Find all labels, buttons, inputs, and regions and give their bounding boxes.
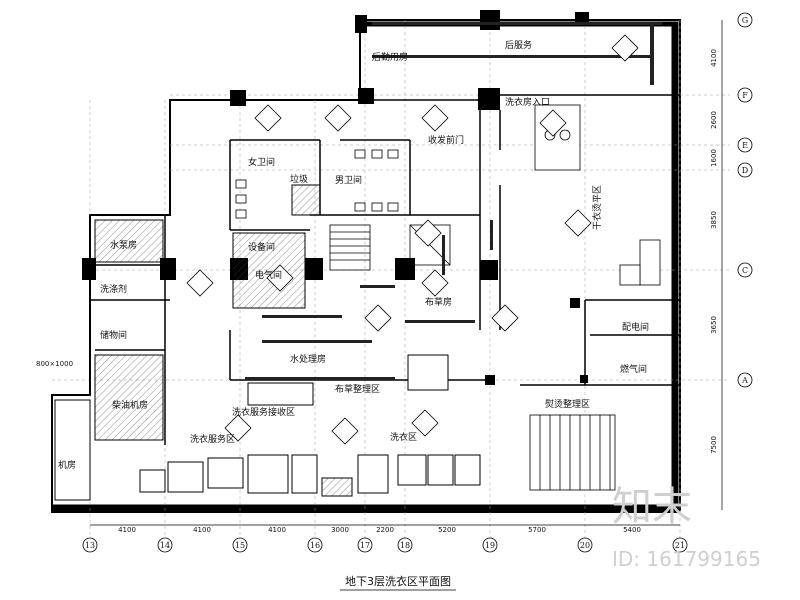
dimension: 4100 (268, 526, 286, 534)
axis-marker: C (737, 262, 753, 278)
dimension: 3850 (710, 211, 718, 229)
room-label: 洗衣区 (390, 431, 417, 443)
dimension: 5200 (438, 526, 456, 534)
dimension: 2200 (376, 526, 394, 534)
room-label: 男卫间 (335, 174, 362, 186)
svg-text:C: C (742, 266, 748, 275)
axis-marker: 20 (577, 537, 593, 553)
hatched-rooms (54, 184, 321, 501)
axis-marker: 18 (397, 537, 413, 553)
dimension: 4100 (193, 526, 211, 534)
dimension: 4100 (118, 526, 136, 534)
room-label: 水处理房 (290, 353, 326, 365)
svg-text:20: 20 (580, 541, 590, 550)
axis-marker: 21 (672, 537, 688, 553)
dimension: 5700 (528, 526, 546, 534)
toilet-fixtures (235, 104, 581, 219)
svg-text:F: F (742, 91, 748, 100)
svg-text:G: G (742, 16, 748, 25)
room-label: 电气间 (255, 269, 282, 281)
svg-text:E: E (742, 141, 748, 150)
svg-text:18: 18 (400, 541, 410, 550)
room-label: 布草整理区 (335, 383, 380, 395)
room-label: 洗衣服务接收区 (232, 406, 295, 418)
light-fixtures (186, 34, 639, 445)
dimension: 4100 (710, 49, 718, 67)
columns (82, 10, 589, 385)
room-label: 洗衣房入口 (505, 96, 550, 108)
axis-marker: 17 (357, 537, 373, 553)
room-label: 干衣烫平区 (591, 185, 603, 230)
axis-marker: 13 (82, 537, 98, 553)
dimension: 7500 (710, 436, 718, 454)
axis-marker: 16 (307, 537, 323, 553)
room-label: 柴油机房 (112, 399, 148, 411)
room-label: 水泵房 (110, 239, 137, 251)
room-label: 储物间 (100, 329, 127, 341)
ironing-equipment (529, 239, 661, 491)
room-label: 收发前门 (428, 134, 464, 146)
dimension: 3650 (710, 316, 718, 334)
room-label: 燃气间 (620, 363, 647, 375)
svg-text:17: 17 (360, 541, 370, 550)
axis-marker: E (737, 137, 753, 153)
svg-text:21: 21 (675, 541, 685, 550)
room-label: 设备间 (248, 241, 275, 253)
dimension: 3000 (331, 526, 349, 534)
shelves (245, 22, 662, 380)
room-labels: 后服务 后勤用房 洗衣房入口 收发前门 女卫间 男卫间 垃圾 设备间 水泵房 电… (36, 39, 649, 471)
room-label: 后服务 (505, 39, 532, 51)
room-label: 配电间 (622, 321, 649, 333)
axis-marker: 19 (482, 537, 498, 553)
watermark-id: ID: 161799165 (612, 547, 761, 571)
size-note: 800×1000 (36, 360, 73, 368)
axis-marker: G (737, 12, 753, 28)
vertical-axis-labels: G F E D C A 4100 2600 1600 3850 3650 750… (710, 12, 753, 454)
axis-marker: A (737, 372, 753, 388)
room-label: 布草房 (425, 296, 452, 308)
room-label: 女卫间 (248, 156, 275, 168)
svg-text:14: 14 (160, 541, 170, 550)
room-label: 垃圾 (290, 173, 308, 185)
room-label: 洗衣服务区 (190, 433, 235, 445)
page-title: 地下3层洗衣区平面图 (345, 574, 451, 588)
stair (329, 224, 451, 271)
axis-marker: 15 (232, 537, 248, 553)
room-label: 机房 (58, 459, 76, 471)
axis-marker: 14 (157, 537, 173, 553)
dimension: 1600 (710, 149, 718, 167)
horizontal-axis-labels: 13 14 15 16 17 18 19 20 21 4100 4100 410… (82, 526, 688, 553)
svg-text:13: 13 (85, 541, 95, 550)
svg-text:16: 16 (310, 541, 320, 550)
svg-text:19: 19 (485, 541, 495, 550)
svg-text:A: A (741, 376, 748, 385)
watermark-brand: 知末 (612, 484, 692, 530)
room-label: 洗涤剂 (100, 283, 127, 295)
dimension: 5400 (623, 526, 641, 534)
room-label: 熨烫整理区 (545, 398, 590, 410)
axis-marker: F (737, 87, 753, 103)
room-label: 后勤用房 (372, 51, 408, 63)
svg-text:D: D (742, 166, 748, 175)
dimension: 2600 (710, 111, 718, 129)
laundry-machines (139, 354, 481, 497)
svg-text:15: 15 (235, 541, 245, 550)
axis-marker: D (737, 162, 753, 178)
